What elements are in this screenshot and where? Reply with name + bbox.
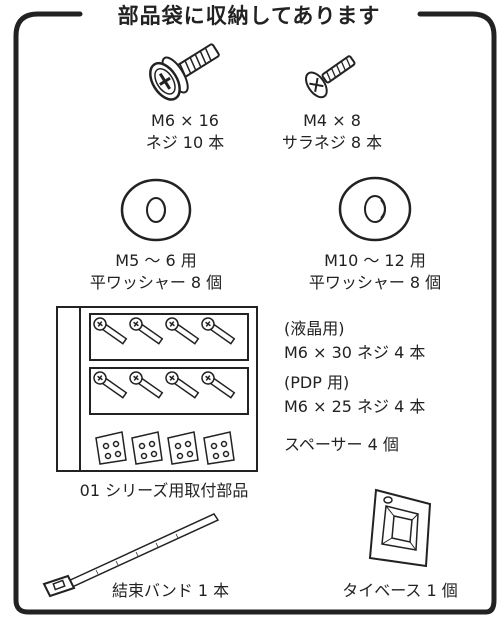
washer-large-qty: 平ワッシャー 8 個 (308, 273, 442, 292)
lcd-label: (液晶用) (284, 319, 345, 338)
parts-card (56, 306, 258, 472)
washer-small-size: M5 ～ 6 用 (115, 251, 197, 270)
pdp-screw-qty: M6 × 25 ネジ 4 本 (284, 397, 426, 416)
washer-small-qty: 平ワッシャー 8 個 (89, 273, 223, 292)
spacer-qty: スペーサー 4 個 (284, 435, 399, 454)
pan-head-screw-icon (149, 43, 220, 101)
pdp-label: (PDP 用) (284, 373, 350, 392)
screw-m6x16-qty: ネジ 10 本 (145, 133, 225, 152)
screw-m6x16-size: M6 × 16 (151, 111, 219, 130)
cable-tie-qty: 結束バンド 1 本 (112, 581, 230, 600)
tie-base-icon (368, 488, 432, 568)
tie-base-qty: タイベース 1 個 (342, 581, 458, 600)
page-title: 部品袋に収納してあります (117, 4, 381, 28)
washer-icon (120, 178, 192, 242)
screw-m4x8-size: M4 × 8 (303, 111, 361, 130)
countersunk-screw-icon (305, 55, 356, 99)
washer-icon (338, 176, 412, 242)
series-parts-label: 01 シリーズ用取付部品 (79, 481, 249, 500)
screw-m4x8-qty: サラネジ 8 本 (281, 133, 383, 152)
cable-tie-icon (42, 513, 220, 598)
lcd-screw-qty: M6 × 30 ネジ 4 本 (284, 343, 426, 362)
washer-large-size: M10 ～ 12 用 (324, 251, 426, 270)
